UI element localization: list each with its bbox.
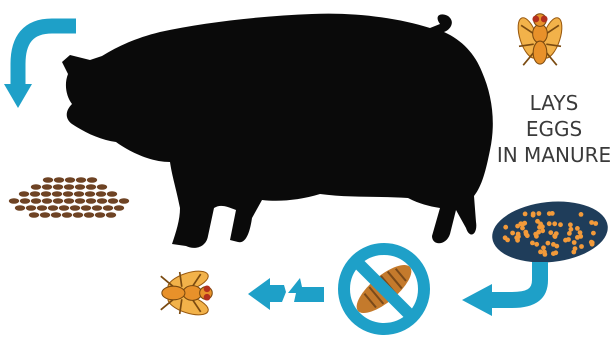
adult-fly-icon bbox=[161, 267, 212, 319]
manure-pile-icon bbox=[9, 177, 129, 218]
prohibited-larva-icon bbox=[344, 249, 424, 329]
caption-line-2: EGGS bbox=[494, 116, 611, 142]
dashed-left-arrow-icon bbox=[248, 278, 324, 310]
caption-line-3: IN MANURE bbox=[494, 142, 611, 168]
caption-line-1: LAYS bbox=[494, 90, 611, 116]
pig-silhouette-icon bbox=[62, 14, 493, 248]
curved-left-arrow-icon bbox=[462, 262, 540, 316]
lays-eggs-caption: LAYS EGGS IN MANURE bbox=[494, 90, 611, 168]
adult-fly-icon bbox=[514, 14, 566, 65]
egg-cluster-icon bbox=[489, 196, 611, 268]
